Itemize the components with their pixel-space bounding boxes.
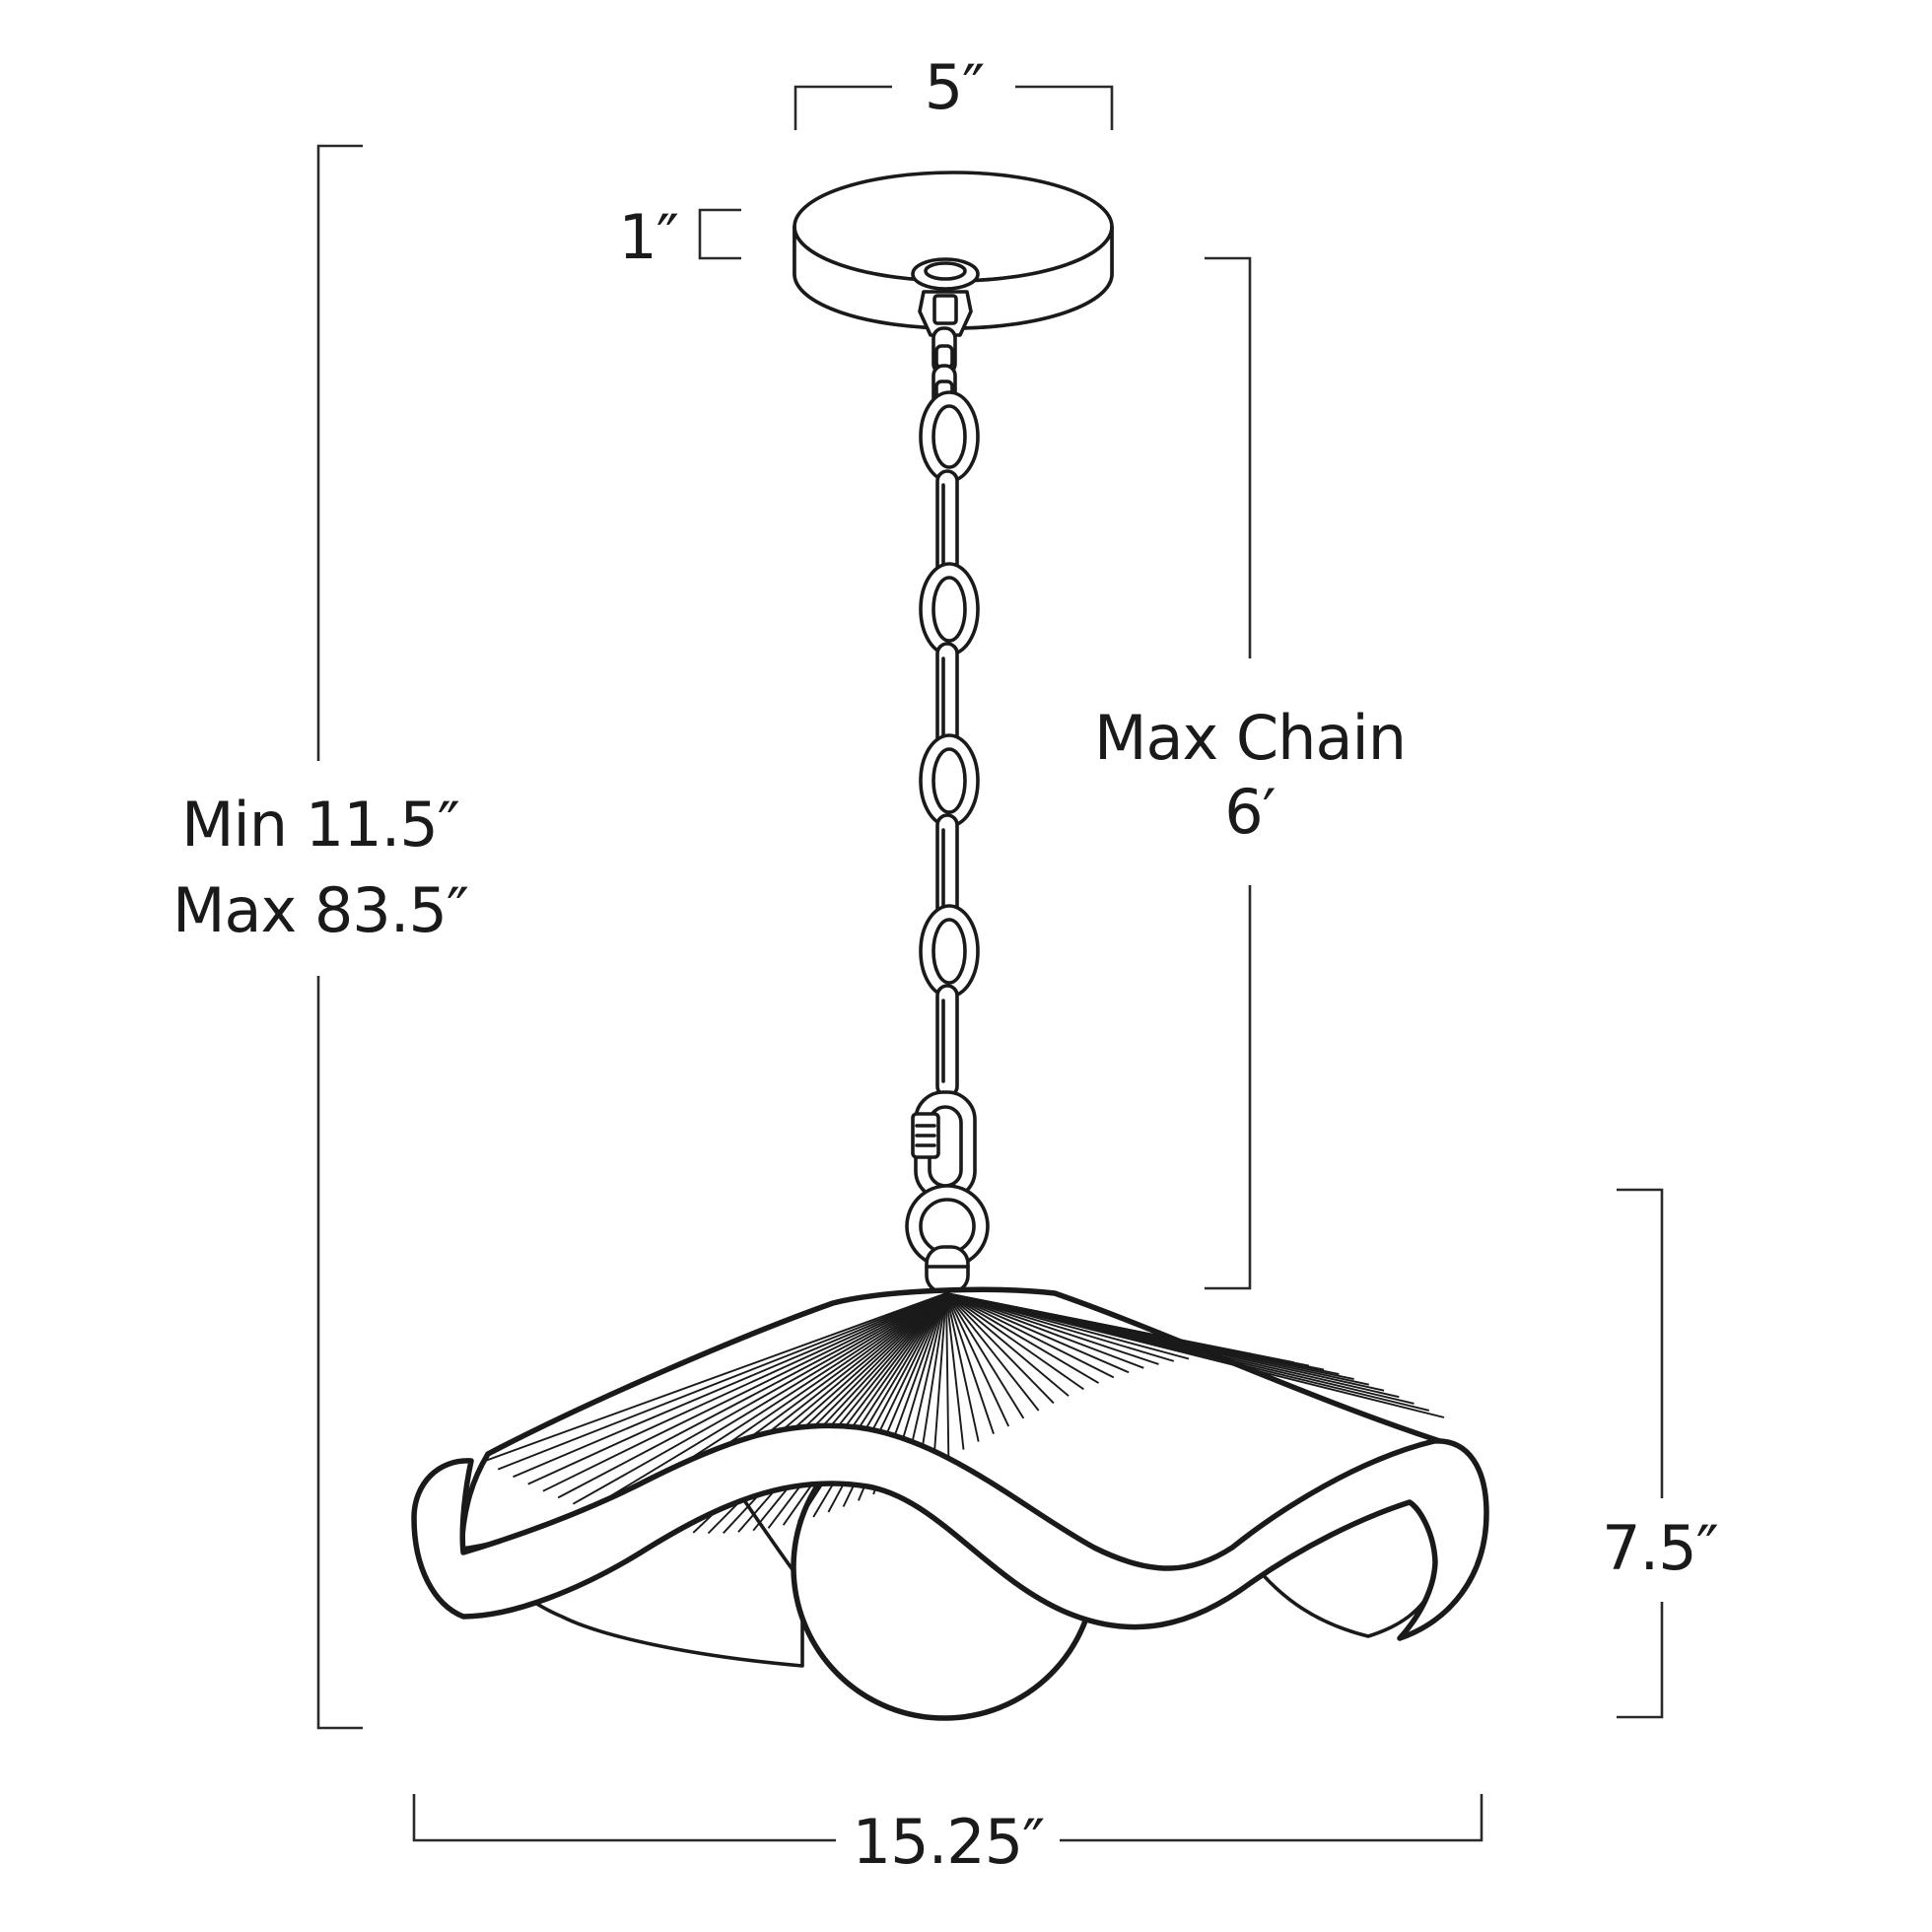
- shade-rib: [945, 1292, 1025, 1419]
- shade-width-label: 15.25″: [853, 1806, 1045, 1878]
- shade-rib: [945, 1292, 1070, 1397]
- shade-rib: [945, 1292, 1055, 1405]
- chain-link: [919, 733, 980, 828]
- chain-label: Max Chain: [1094, 702, 1406, 774]
- shade-rib: [767, 1292, 947, 1529]
- shade-width-dimension: 15.25″: [412, 1794, 1484, 1878]
- shade-rib: [945, 1292, 980, 1442]
- chain-link: [919, 562, 980, 656]
- shade-rib: [945, 1292, 1010, 1427]
- shade-rib: [945, 1292, 1084, 1391]
- shade-finial: [925, 1245, 970, 1294]
- shade-ring: [905, 1184, 990, 1269]
- quick-link: [911, 1090, 977, 1201]
- shade-rib: [945, 1292, 950, 1458]
- shade-rib: [482, 1292, 947, 1463]
- shade-rib: [945, 1292, 1100, 1384]
- chain: [905, 326, 990, 1294]
- shade-rib: [513, 1292, 947, 1479]
- chain-link: [935, 813, 959, 928]
- woven-shade: [411, 1286, 1489, 1721]
- shade-rib: [945, 1292, 1144, 1369]
- chain-length-dimension: Max Chain 6′: [1094, 256, 1407, 1290]
- canopy-height-dimension: 1″: [618, 201, 741, 273]
- shade-rib: [587, 1292, 947, 1511]
- shade-rib: [945, 1292, 965, 1450]
- overall-height-min-label: Min 11.5″: [181, 789, 459, 861]
- chain-length-label: 6′: [1224, 776, 1276, 848]
- shade-rib: [945, 1292, 1115, 1379]
- shade-rib: [932, 1292, 947, 1466]
- shade-rib: [497, 1292, 947, 1471]
- overall-height-max-label: Max 83.5″: [172, 874, 468, 946]
- shade-rib: [945, 1292, 1175, 1362]
- shade-height-label: 7.5″: [1602, 1512, 1718, 1584]
- shade-height-dimension: 7.5″: [1602, 1188, 1719, 1719]
- shade-rib: [945, 1292, 1040, 1412]
- shade-rib: [572, 1292, 947, 1505]
- shade-rib: [945, 1292, 1159, 1365]
- shade-rib: [917, 1292, 947, 1474]
- chain-link: [919, 390, 980, 483]
- shade-rib: [557, 1292, 947, 1499]
- shade-rib: [542, 1292, 947, 1492]
- shade-rib: [752, 1292, 947, 1532]
- canopy-width-dimension: 5″: [794, 51, 1114, 130]
- shade-rib: [945, 1292, 1445, 1418]
- shade-rib: [527, 1292, 947, 1485]
- canopy-hook: [911, 257, 980, 337]
- chain-link: [935, 984, 959, 1098]
- shade-ribs: [482, 1292, 1445, 1535]
- chain-link: [919, 904, 980, 999]
- canopy-height-label: 1″: [618, 201, 678, 273]
- overall-height-dimension: Min 11.5″ Max 83.5″: [172, 144, 469, 1730]
- shade-rib: [945, 1292, 1130, 1374]
- canopy-width-label: 5″: [925, 51, 985, 123]
- shade-rib: [945, 1292, 995, 1435]
